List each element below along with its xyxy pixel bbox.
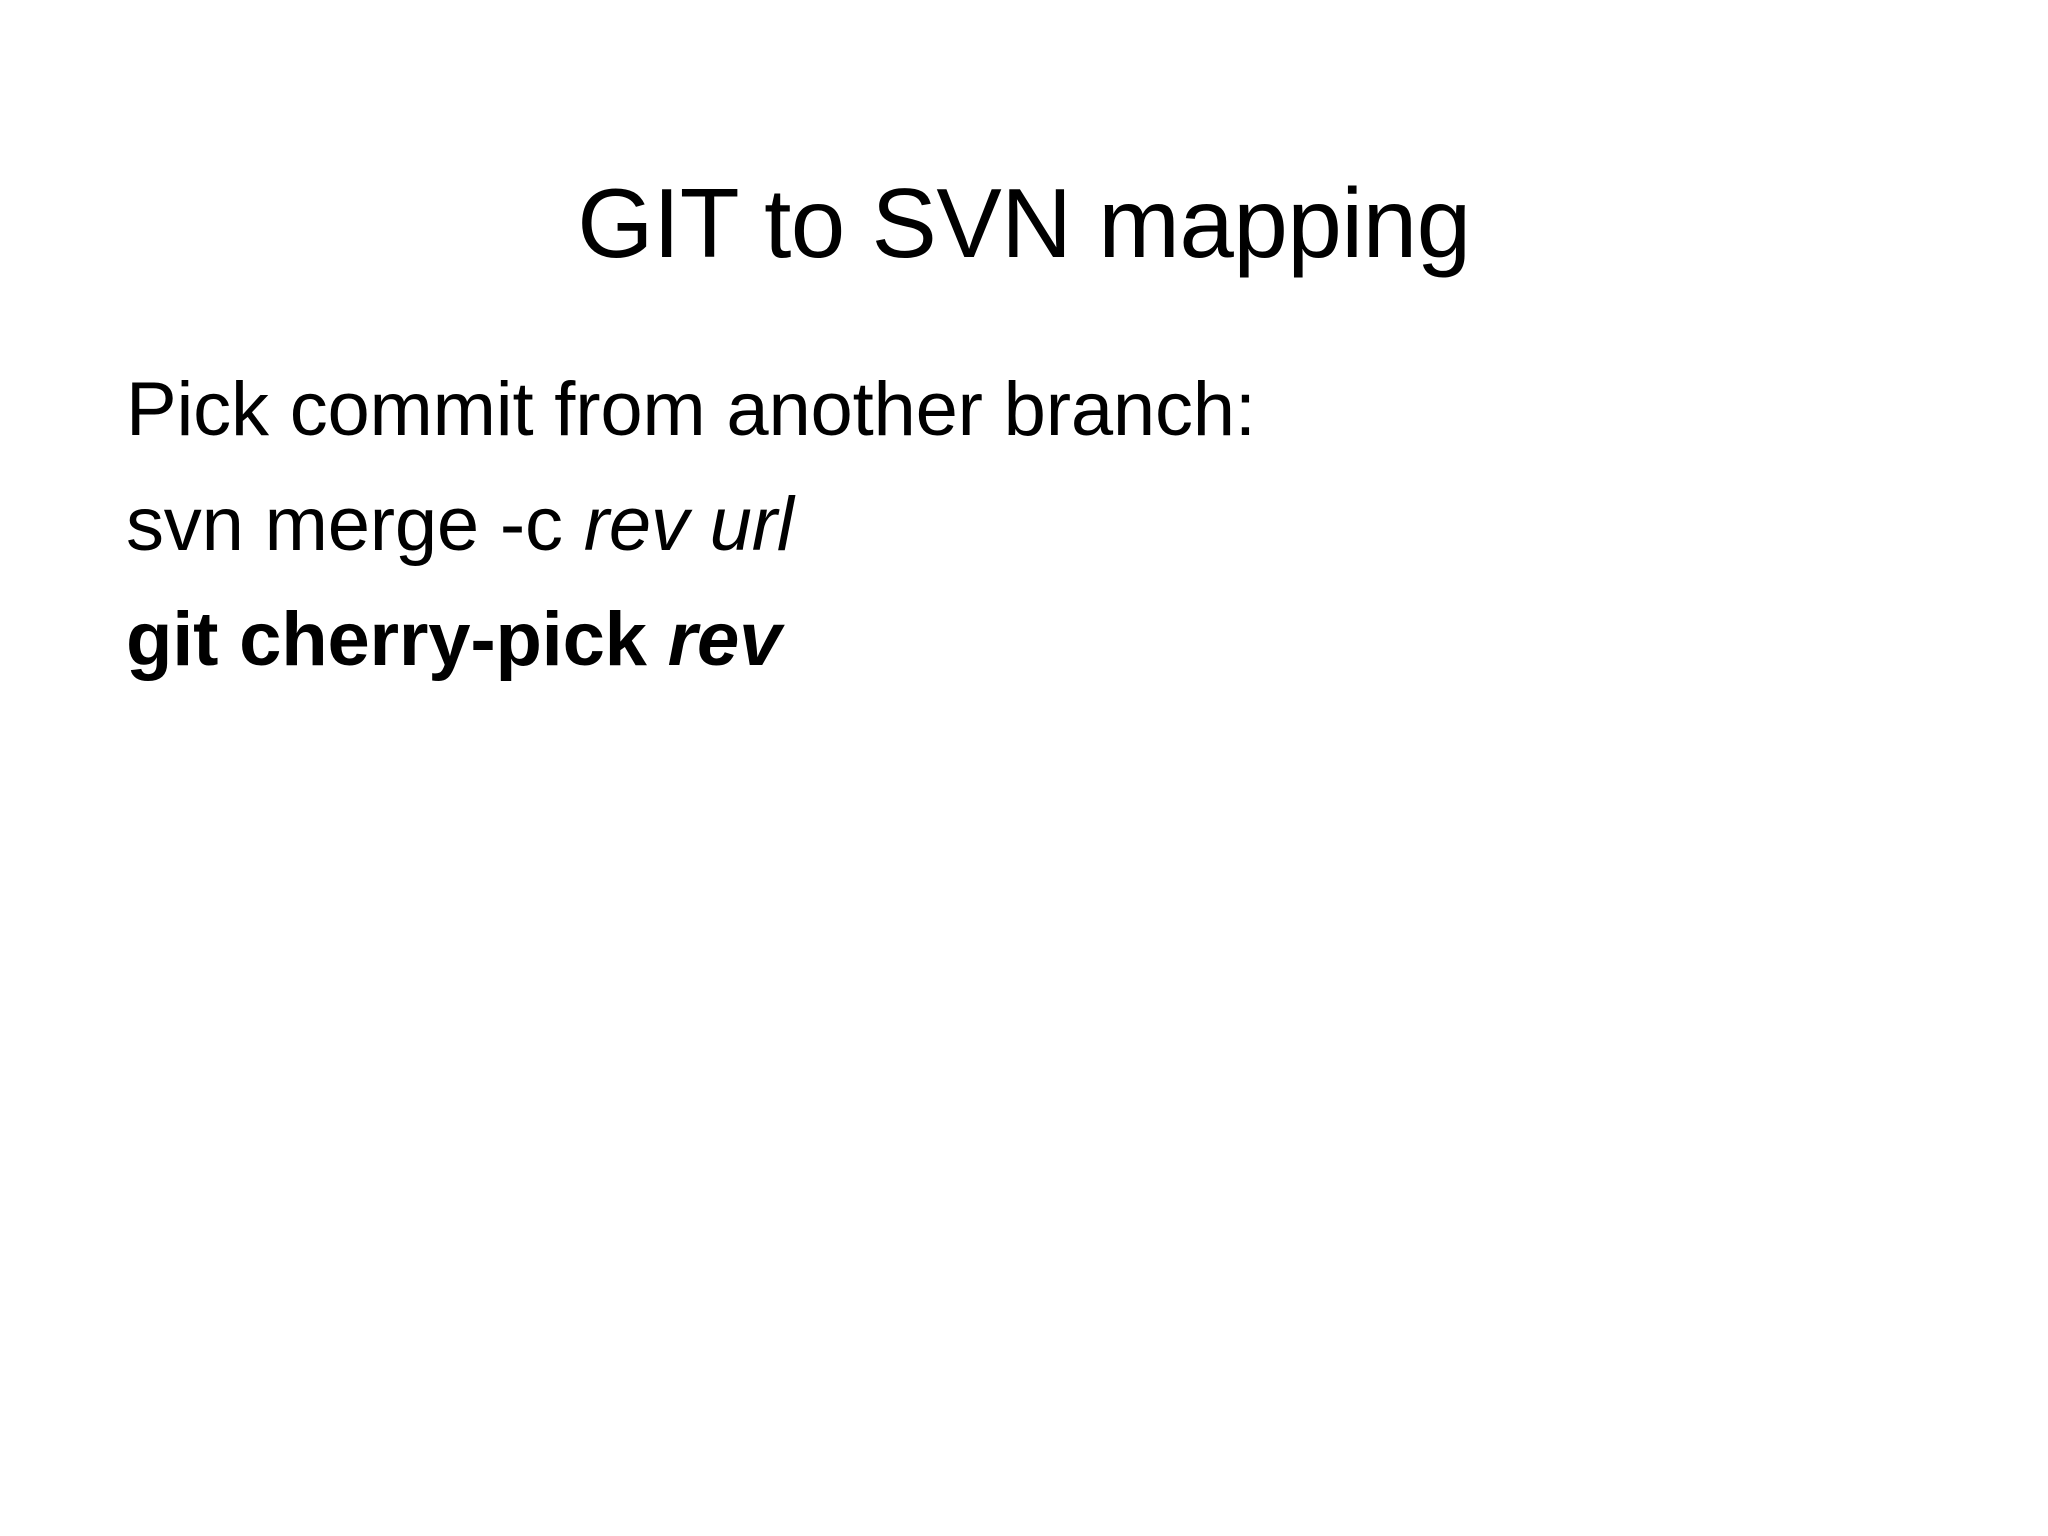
body-line-intro: Pick commit from another branch: bbox=[126, 372, 1926, 448]
svn-command-placeholder-run: rev url bbox=[583, 482, 794, 567]
svn-command-run: svn merge -c bbox=[126, 482, 584, 567]
body-line-svn-command: svn merge -c rev url bbox=[126, 487, 1926, 563]
body-line-git-command: git cherry-pick rev bbox=[126, 602, 1926, 678]
slide-title: GIT to SVN mapping bbox=[577, 167, 1471, 278]
git-command-placeholder-run: rev bbox=[667, 597, 782, 682]
body-run-text: Pick commit from another branch: bbox=[126, 367, 1256, 452]
git-command-run: git cherry-pick bbox=[126, 597, 668, 682]
slide-body: Pick commit from another branch: svn mer… bbox=[126, 372, 1926, 678]
